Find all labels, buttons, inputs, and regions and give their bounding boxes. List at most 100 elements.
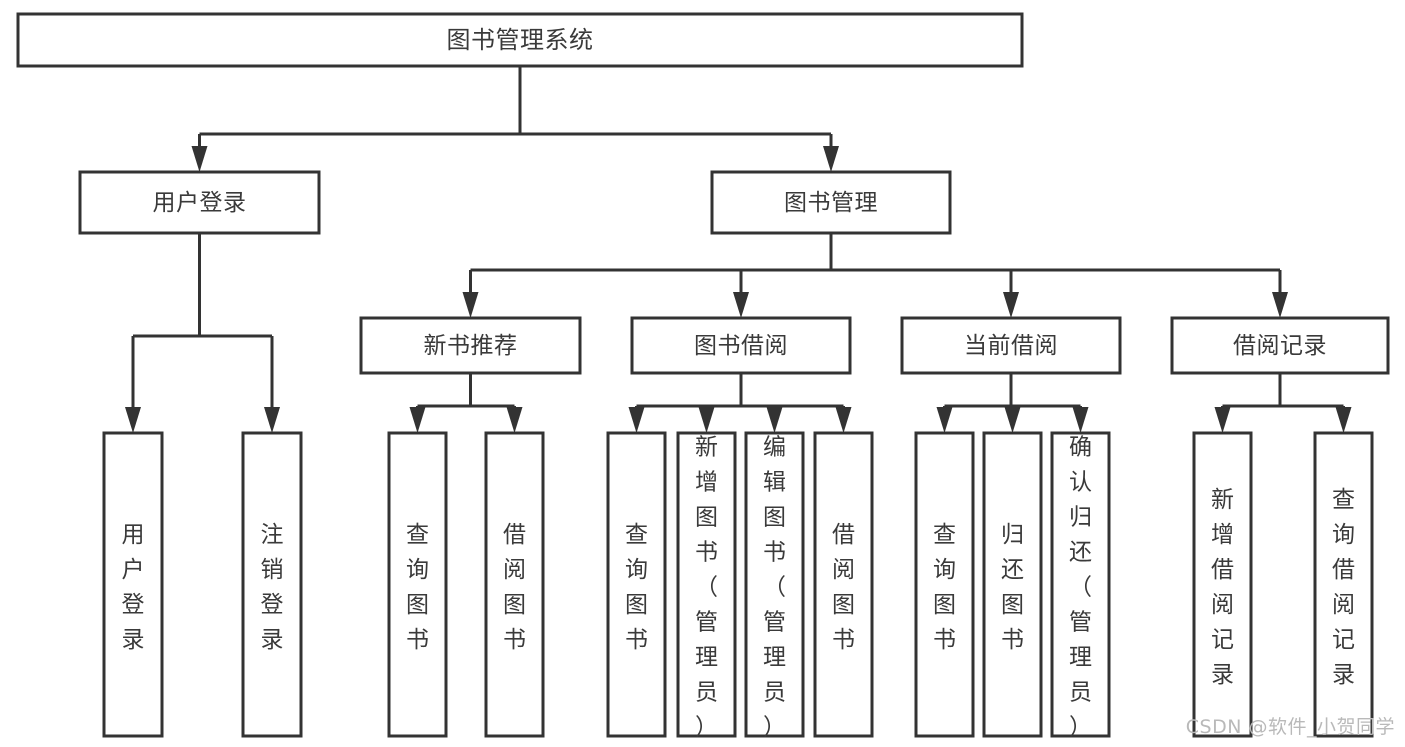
node-leaf-edit-book[interactable]: 编辑图书（管理员） (744, 431, 805, 740)
node-label-char: （ (763, 574, 786, 600)
node-label-char: ） (1069, 714, 1092, 740)
node-label: 查询借阅记录 (1332, 487, 1355, 688)
node-box[interactable] (900, 316, 1122, 375)
node-label-char: 图 (763, 504, 786, 530)
node-label-char: （ (1069, 574, 1092, 600)
node-label-char: 书 (763, 539, 786, 565)
node-root[interactable]: 图书管理系统 (16, 12, 1024, 68)
node-leaf-confirm-return[interactable]: 确认归还（管理员） (1050, 431, 1111, 740)
node-label-char: 图 (933, 592, 956, 618)
node-label-char: 图 (406, 592, 429, 618)
node-book-borrow[interactable]: 图书借阅 (630, 316, 852, 375)
node-label: 借阅图书 (503, 522, 526, 653)
node-label-char: 管 (1069, 609, 1092, 635)
node-label-char: 理 (763, 644, 786, 670)
node-label-char: 户 (122, 557, 145, 583)
node-leaf-user-login[interactable]: 用户登录 (102, 431, 164, 738)
node-label-char: 管 (763, 609, 786, 635)
node-label-char: 还 (1001, 557, 1024, 583)
node-label-char: 书 (933, 627, 956, 653)
node-label-char: 登 (261, 592, 284, 618)
node-label-char: 借 (1211, 557, 1234, 583)
node-book-manage[interactable]: 图书管理 (710, 170, 952, 235)
arrow-head-icon (506, 407, 523, 433)
node-label-char: 注 (261, 522, 284, 548)
node-label: 新增借阅记录 (1211, 487, 1234, 688)
node-label-char: 编 (763, 434, 786, 460)
node-leaf-borrow-book[interactable]: 借阅图书 (813, 431, 874, 738)
node-label-char: 图 (832, 592, 855, 618)
node-box[interactable] (387, 431, 448, 738)
node-label-char: 登 (122, 592, 145, 618)
node-leaf-query-record[interactable]: 查询借阅记录 (1313, 431, 1374, 738)
node-label: 用户登录 (122, 522, 145, 653)
node-box[interactable] (359, 316, 582, 375)
node-leaf-query-book-cur[interactable]: 查询图书 (914, 431, 975, 738)
node-box[interactable] (630, 316, 852, 375)
node-label-char: 录 (122, 627, 145, 653)
node-box[interactable] (241, 431, 303, 738)
node-label-char: 辑 (763, 469, 786, 495)
connector-group-borrow-record (1214, 373, 1352, 433)
arrow-head-icon (936, 407, 953, 433)
node-box[interactable] (914, 431, 975, 738)
arrow-head-icon (1072, 407, 1089, 433)
node-leaf-borrow-book-rec[interactable]: 借阅图书 (484, 431, 545, 738)
node-label-char: 询 (625, 557, 648, 583)
node-label-char: 理 (695, 644, 718, 670)
node-leaf-query-book-rec[interactable]: 查询图书 (387, 431, 448, 738)
node-leaf-add-record[interactable]: 新增借阅记录 (1192, 431, 1253, 738)
node-leaf-logout[interactable]: 注销登录 (241, 431, 303, 738)
node-label: 借阅图书 (832, 522, 855, 653)
node-label-char: 询 (1332, 522, 1355, 548)
node-label-char: 询 (933, 557, 956, 583)
node-label-char: 归 (1069, 504, 1092, 530)
arrow-head-icon (1004, 407, 1021, 433)
node-box[interactable] (982, 431, 1043, 738)
node-box[interactable] (16, 12, 1024, 68)
arrow-head-icon (698, 407, 715, 433)
node-user-login[interactable]: 用户登录 (78, 170, 321, 235)
node-box[interactable] (102, 431, 164, 738)
node-box[interactable] (1050, 431, 1111, 738)
node-box[interactable] (1170, 316, 1390, 375)
node-box[interactable] (1313, 431, 1374, 738)
node-label-char: 认 (1069, 469, 1092, 495)
node-box[interactable] (744, 431, 805, 738)
node-label: 新增图书（管理员） (695, 434, 718, 740)
node-label: 新书推荐 (424, 333, 518, 359)
node-label-char: 管 (695, 609, 718, 635)
node-borrow-record[interactable]: 借阅记录 (1170, 316, 1390, 375)
node-label-char: 书 (503, 627, 526, 653)
node-label-char: 书 (625, 627, 648, 653)
node-box[interactable] (676, 431, 737, 738)
node-leaf-query-book-borrow[interactable]: 查询图书 (606, 431, 667, 738)
arrow-head-icon (628, 407, 645, 433)
node-box[interactable] (606, 431, 667, 738)
node-leaf-return-book[interactable]: 归还图书 (982, 431, 1043, 738)
node-box[interactable] (813, 431, 874, 738)
node-label-char: 查 (625, 522, 648, 548)
node-box[interactable] (1192, 431, 1253, 738)
node-label: 查询图书 (625, 522, 648, 653)
node-label-char: 记 (1211, 627, 1234, 653)
node-label: 查询图书 (933, 522, 956, 653)
arrow-head-icon (191, 146, 208, 172)
connector-group-user-login (125, 233, 280, 433)
node-box[interactable] (484, 431, 545, 738)
arrow-head-icon (1214, 407, 1231, 433)
node-new-book-rec[interactable]: 新书推荐 (359, 316, 582, 375)
node-label-char: 销 (261, 557, 284, 583)
node-box[interactable] (710, 170, 952, 235)
node-label-char: 增 (695, 469, 718, 495)
node-leaf-add-book[interactable]: 新增图书（管理员） (676, 431, 737, 740)
node-box[interactable] (78, 170, 321, 235)
node-current-borrow[interactable]: 当前借阅 (900, 316, 1122, 375)
node-label-char: 查 (933, 522, 956, 548)
node-label-char: 员 (1069, 679, 1092, 705)
node-label-char: 书 (1001, 627, 1024, 653)
node-label-char: 还 (1069, 539, 1092, 565)
node-label: 归还图书 (1001, 522, 1024, 653)
